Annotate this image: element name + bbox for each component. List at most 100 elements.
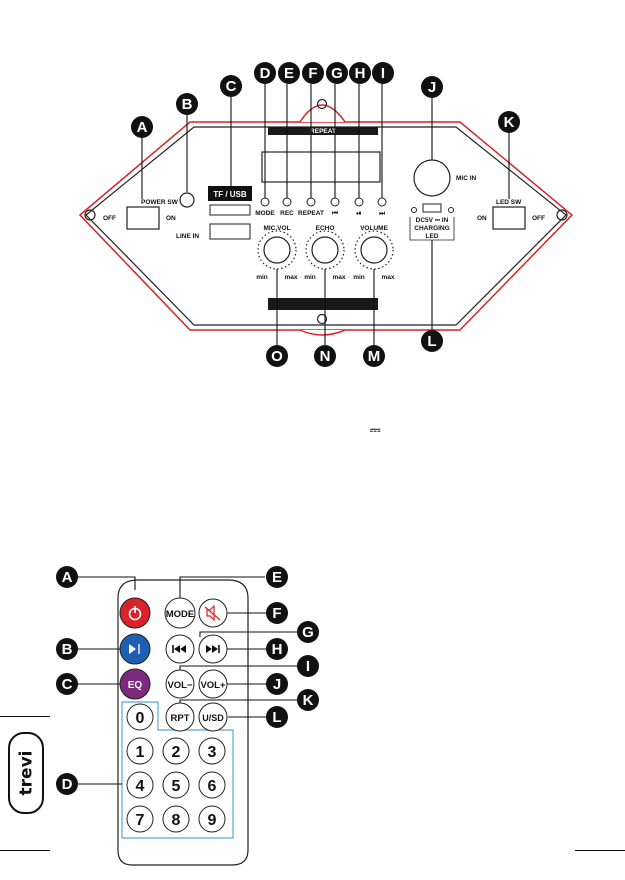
digit-0-button[interactable]: 0 bbox=[127, 704, 153, 730]
callout-j: J bbox=[421, 76, 443, 98]
svg-text:A: A bbox=[137, 119, 148, 136]
echo-max: max bbox=[332, 274, 345, 281]
mute-button[interactable] bbox=[199, 599, 227, 627]
callout-a: A bbox=[131, 116, 153, 138]
right-rule bbox=[575, 850, 625, 851]
svg-text:J: J bbox=[428, 79, 436, 96]
mic-in-label: MIC IN bbox=[456, 175, 477, 182]
panel-top-bump bbox=[300, 105, 345, 122]
digit-6-button[interactable]: 6 bbox=[199, 772, 225, 798]
svg-text:K: K bbox=[303, 692, 314, 709]
digit-3-button[interactable]: 3 bbox=[199, 738, 225, 764]
callout-h: H bbox=[349, 62, 371, 84]
digit-2-button[interactable]: 2 bbox=[163, 738, 189, 764]
rpt-button[interactable]: RPT bbox=[166, 703, 194, 731]
echo-knob[interactable] bbox=[306, 231, 344, 269]
led-on-label: ON bbox=[477, 215, 487, 222]
remote-callout-l: L bbox=[266, 706, 288, 728]
callout-l: L bbox=[421, 330, 443, 352]
dc-in-port[interactable] bbox=[423, 204, 441, 212]
rec-label: REC bbox=[280, 210, 294, 217]
svg-text:RPT: RPT bbox=[171, 713, 190, 724]
svg-text:L: L bbox=[272, 709, 281, 726]
dc-in-label: DC5V ⎓ IN bbox=[416, 217, 449, 224]
svg-text:C: C bbox=[62, 676, 73, 693]
usb-port[interactable] bbox=[210, 224, 250, 239]
svg-text:0: 0 bbox=[136, 710, 145, 727]
remote-callout-d: D bbox=[56, 773, 78, 795]
svg-text:G: G bbox=[302, 624, 314, 641]
tf-usb-label: TF / USB bbox=[213, 190, 247, 199]
svg-text:H: H bbox=[272, 641, 283, 658]
usd-button[interactable]: U/SD bbox=[199, 703, 227, 731]
svg-text:N: N bbox=[320, 348, 331, 365]
mic-vol-knob[interactable] bbox=[258, 231, 296, 269]
remote-callout-a: A bbox=[56, 566, 78, 588]
power-button[interactable] bbox=[120, 598, 150, 628]
svg-text:6: 6 bbox=[208, 778, 217, 795]
svg-text:B: B bbox=[62, 641, 73, 658]
svg-text:2: 2 bbox=[172, 744, 181, 761]
play-pause-icon: ⏯ bbox=[356, 210, 361, 217]
svg-text:U/SD: U/SD bbox=[202, 713, 224, 723]
volume-min: min bbox=[353, 274, 365, 281]
svg-text:4: 4 bbox=[136, 778, 145, 795]
power-switch[interactable] bbox=[127, 207, 159, 229]
speaker-panel-diagram: REPEAT POWER SW OFF ON LINE IN TF / USB … bbox=[0, 0, 625, 400]
mic-vol-max: max bbox=[284, 274, 297, 281]
vol-plus-button[interactable]: VOL+ bbox=[199, 670, 227, 698]
digit-5-button[interactable]: 5 bbox=[163, 772, 189, 798]
svg-text:C: C bbox=[226, 78, 237, 95]
svg-text:O: O bbox=[271, 348, 283, 365]
svg-text:A: A bbox=[62, 569, 73, 586]
next-icon: ⏭ bbox=[379, 210, 385, 217]
eq-button[interactable]: EQ bbox=[120, 669, 150, 699]
remote-diagram: MODE EQ VOL− VOL+ bbox=[0, 560, 625, 880]
vol-minus-button[interactable]: VOL− bbox=[166, 670, 194, 698]
mode-button[interactable] bbox=[261, 198, 269, 206]
led-sw-label: LED SW bbox=[496, 199, 522, 206]
mic-in-jack[interactable] bbox=[414, 160, 450, 196]
digit-1-button[interactable]: 1 bbox=[127, 738, 153, 764]
callout-d: D bbox=[254, 62, 276, 84]
prev-button[interactable] bbox=[331, 198, 339, 206]
volume-max: max bbox=[381, 274, 394, 281]
callout-m: M bbox=[363, 345, 385, 367]
brand-rule-top bbox=[0, 716, 50, 717]
svg-text:9: 9 bbox=[208, 812, 217, 829]
tf-card-slot[interactable] bbox=[210, 205, 250, 215]
brand-text: trevi bbox=[16, 751, 36, 796]
prev-button-remote[interactable] bbox=[166, 635, 194, 663]
digit-9-button[interactable]: 9 bbox=[199, 806, 225, 832]
volume-knob[interactable] bbox=[355, 231, 393, 269]
line-in-jack[interactable] bbox=[180, 193, 194, 207]
panel-bottom-bar bbox=[268, 298, 378, 310]
svg-text:VOL−: VOL− bbox=[167, 680, 193, 691]
svg-text:EQ: EQ bbox=[128, 680, 143, 691]
remote-callout-b: B bbox=[56, 638, 78, 660]
digit-4-button[interactable]: 4 bbox=[127, 772, 153, 798]
repeat-button[interactable] bbox=[307, 198, 315, 206]
next-button-remote[interactable] bbox=[199, 635, 227, 663]
svg-text:E: E bbox=[272, 569, 282, 586]
trevi-logo: trevi bbox=[8, 732, 44, 814]
callout-k: K bbox=[498, 111, 520, 133]
callout-c: C bbox=[220, 75, 242, 97]
callout-n: N bbox=[314, 345, 336, 367]
remote-callout-g: G bbox=[297, 621, 319, 643]
next-button[interactable] bbox=[378, 198, 386, 206]
echo-min: min bbox=[304, 274, 316, 281]
svg-text:7: 7 bbox=[136, 812, 145, 829]
svg-text:MODE: MODE bbox=[166, 609, 195, 620]
svg-text:L: L bbox=[427, 333, 436, 350]
mode-button-remote[interactable]: MODE bbox=[165, 598, 195, 628]
digit-8-button[interactable]: 8 bbox=[163, 806, 189, 832]
led-switch[interactable] bbox=[493, 207, 525, 229]
digit-7-button[interactable]: 7 bbox=[127, 806, 153, 832]
callout-g: G bbox=[326, 62, 348, 84]
repeat-label: REPEAT bbox=[298, 210, 324, 217]
svg-text:M: M bbox=[368, 348, 381, 365]
play-pause-button[interactable] bbox=[355, 198, 363, 206]
play-pause-button-remote[interactable] bbox=[120, 634, 150, 664]
rec-button[interactable] bbox=[283, 198, 291, 206]
